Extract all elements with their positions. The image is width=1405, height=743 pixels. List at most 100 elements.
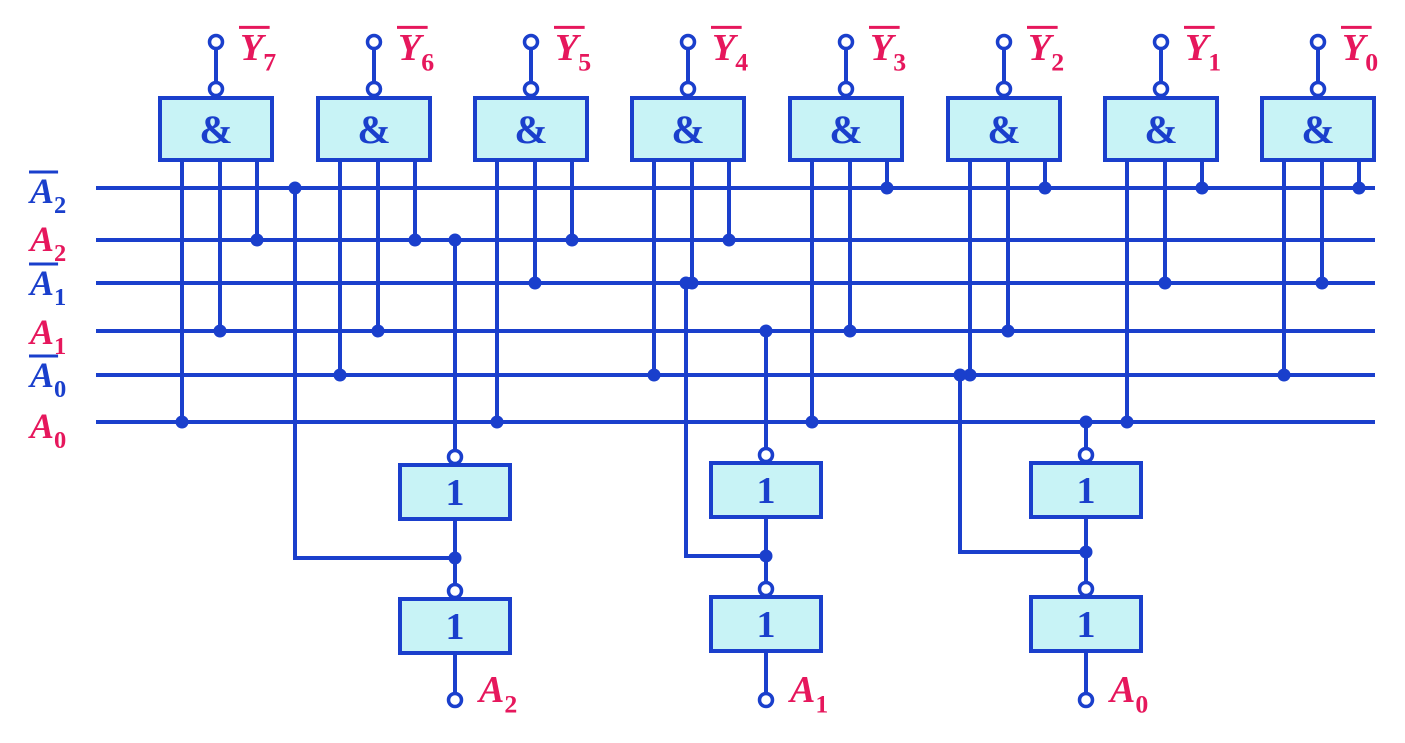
- not-gate-symbol: 1: [446, 606, 465, 648]
- output-label-y4-base: Y: [712, 27, 739, 69]
- and-gate-symbol: &: [199, 107, 232, 152]
- junction-dot: [1079, 545, 1093, 559]
- input-label-a2: A2: [477, 669, 517, 719]
- bus-label-1-sub: 2: [54, 240, 66, 267]
- junction-dot: [175, 415, 189, 429]
- output-label-y7: Y7: [240, 27, 276, 77]
- not-gate-upper-2: [1029, 461, 1143, 519]
- and-gate-symbol: &: [829, 107, 862, 152]
- bus-label-3-base: A: [28, 312, 54, 352]
- input-label-a1-base: A: [788, 669, 815, 711]
- output-label-y6-sub: 6: [421, 48, 434, 77]
- junction-dot: [408, 233, 422, 247]
- bus-label-1: A2: [28, 219, 66, 267]
- output-terminal: [837, 33, 855, 51]
- output-label-y0-sub: 0: [1365, 48, 1378, 77]
- output-inversion-bubble: [995, 80, 1013, 98]
- inverter-input-bubble: [446, 448, 464, 466]
- junction-dot: [722, 233, 736, 247]
- and-gate-symbol: &: [987, 107, 1020, 152]
- and-gate-0: [158, 96, 274, 162]
- not-gate-lower-2: [1029, 595, 1143, 653]
- and-gate-5: [946, 96, 1062, 162]
- bus-label-2-sub: 1: [54, 284, 66, 311]
- junction-dot: [759, 549, 773, 563]
- not-gate-symbol: 1: [757, 470, 776, 512]
- output-label-y3: Y3: [870, 27, 906, 77]
- wires-layer: [96, 40, 1375, 696]
- output-inversion-bubble: [207, 80, 225, 98]
- junction-dot: [448, 551, 462, 565]
- output-label-y3-sub: 3: [893, 48, 906, 77]
- junction-dots-layer: [175, 181, 1366, 565]
- input-terminal: [446, 691, 464, 709]
- output-label-y4-sub: 4: [735, 48, 748, 77]
- input-label-a2-base: A: [477, 669, 504, 711]
- bus-label-0: A2: [28, 171, 66, 219]
- inverter-input-bubble: [446, 582, 464, 600]
- output-label-y1-base: Y: [1185, 27, 1212, 69]
- inverted-feed-wire: [293, 188, 455, 560]
- bus-label-0-base: A: [28, 171, 54, 211]
- junction-dot: [1195, 181, 1209, 195]
- output-terminal: [1152, 33, 1170, 51]
- output-label-y4: Y4: [712, 27, 748, 77]
- output-terminal: [995, 33, 1013, 51]
- bus-label-2: A1: [28, 263, 66, 311]
- output-label-y6-base: Y: [398, 27, 425, 69]
- not-gate-symbol: 1: [757, 604, 776, 646]
- input-label-a1: A1: [788, 669, 828, 719]
- bus-label-3-sub: 1: [54, 333, 66, 360]
- output-terminal: [522, 33, 540, 51]
- inverter-input-bubble: [1077, 580, 1095, 598]
- junction-dot: [448, 233, 462, 247]
- bus-label-5-sub: 0: [54, 427, 66, 454]
- junction-dot: [647, 368, 661, 382]
- junction-dot: [1277, 368, 1291, 382]
- junction-dot: [250, 233, 264, 247]
- output-label-y2-base: Y: [1028, 27, 1055, 69]
- and-gate-symbol: &: [357, 107, 390, 152]
- output-inversion-bubble: [837, 80, 855, 98]
- not-gate-upper-1: [709, 461, 823, 519]
- bus-label-4-sub: 0: [54, 376, 66, 403]
- junction-dot: [333, 368, 347, 382]
- and-gate-symbol: &: [1144, 107, 1177, 152]
- bus-label-2-base: A: [28, 263, 54, 303]
- output-label-y1: Y1: [1185, 27, 1221, 77]
- inverted-feed-wire: [958, 375, 1086, 554]
- output-label-y7-base: Y: [240, 27, 267, 69]
- junction-dot: [843, 324, 857, 338]
- bus-label-5: A0: [28, 406, 66, 454]
- output-inversion-bubble: [365, 80, 383, 98]
- input-label-a1-sub: 1: [815, 690, 828, 719]
- output-inversion-bubble: [1152, 80, 1170, 98]
- junction-dot: [1079, 415, 1093, 429]
- not-gate-symbol: 1: [1077, 604, 1096, 646]
- and-gate-symbol: &: [1301, 107, 1334, 152]
- junction-dot: [1120, 415, 1134, 429]
- inverter-input-bubble: [757, 446, 775, 464]
- output-label-y6: Y6: [398, 27, 434, 77]
- and-gate-7: [1260, 96, 1376, 162]
- output-inversion-bubble: [1309, 80, 1327, 98]
- junction-dot: [880, 181, 894, 195]
- bus-label-4: A0: [28, 355, 66, 403]
- junction-dot: [490, 415, 504, 429]
- output-label-y5: Y5: [555, 27, 591, 77]
- junction-dot: [963, 368, 977, 382]
- inverter-input-bubble: [1077, 446, 1095, 464]
- and-gate-2: [473, 96, 589, 162]
- not-gate-symbol: 1: [1077, 470, 1096, 512]
- output-terminal: [207, 33, 225, 51]
- and-gate-symbol: &: [514, 107, 547, 152]
- and-gate-symbol: &: [671, 107, 704, 152]
- output-label-y5-base: Y: [555, 27, 582, 69]
- not-gate-upper-0: [398, 463, 512, 521]
- junction-dot: [1038, 181, 1052, 195]
- output-label-y0-base: Y: [1342, 27, 1369, 69]
- input-label-a0-base: A: [1108, 669, 1135, 711]
